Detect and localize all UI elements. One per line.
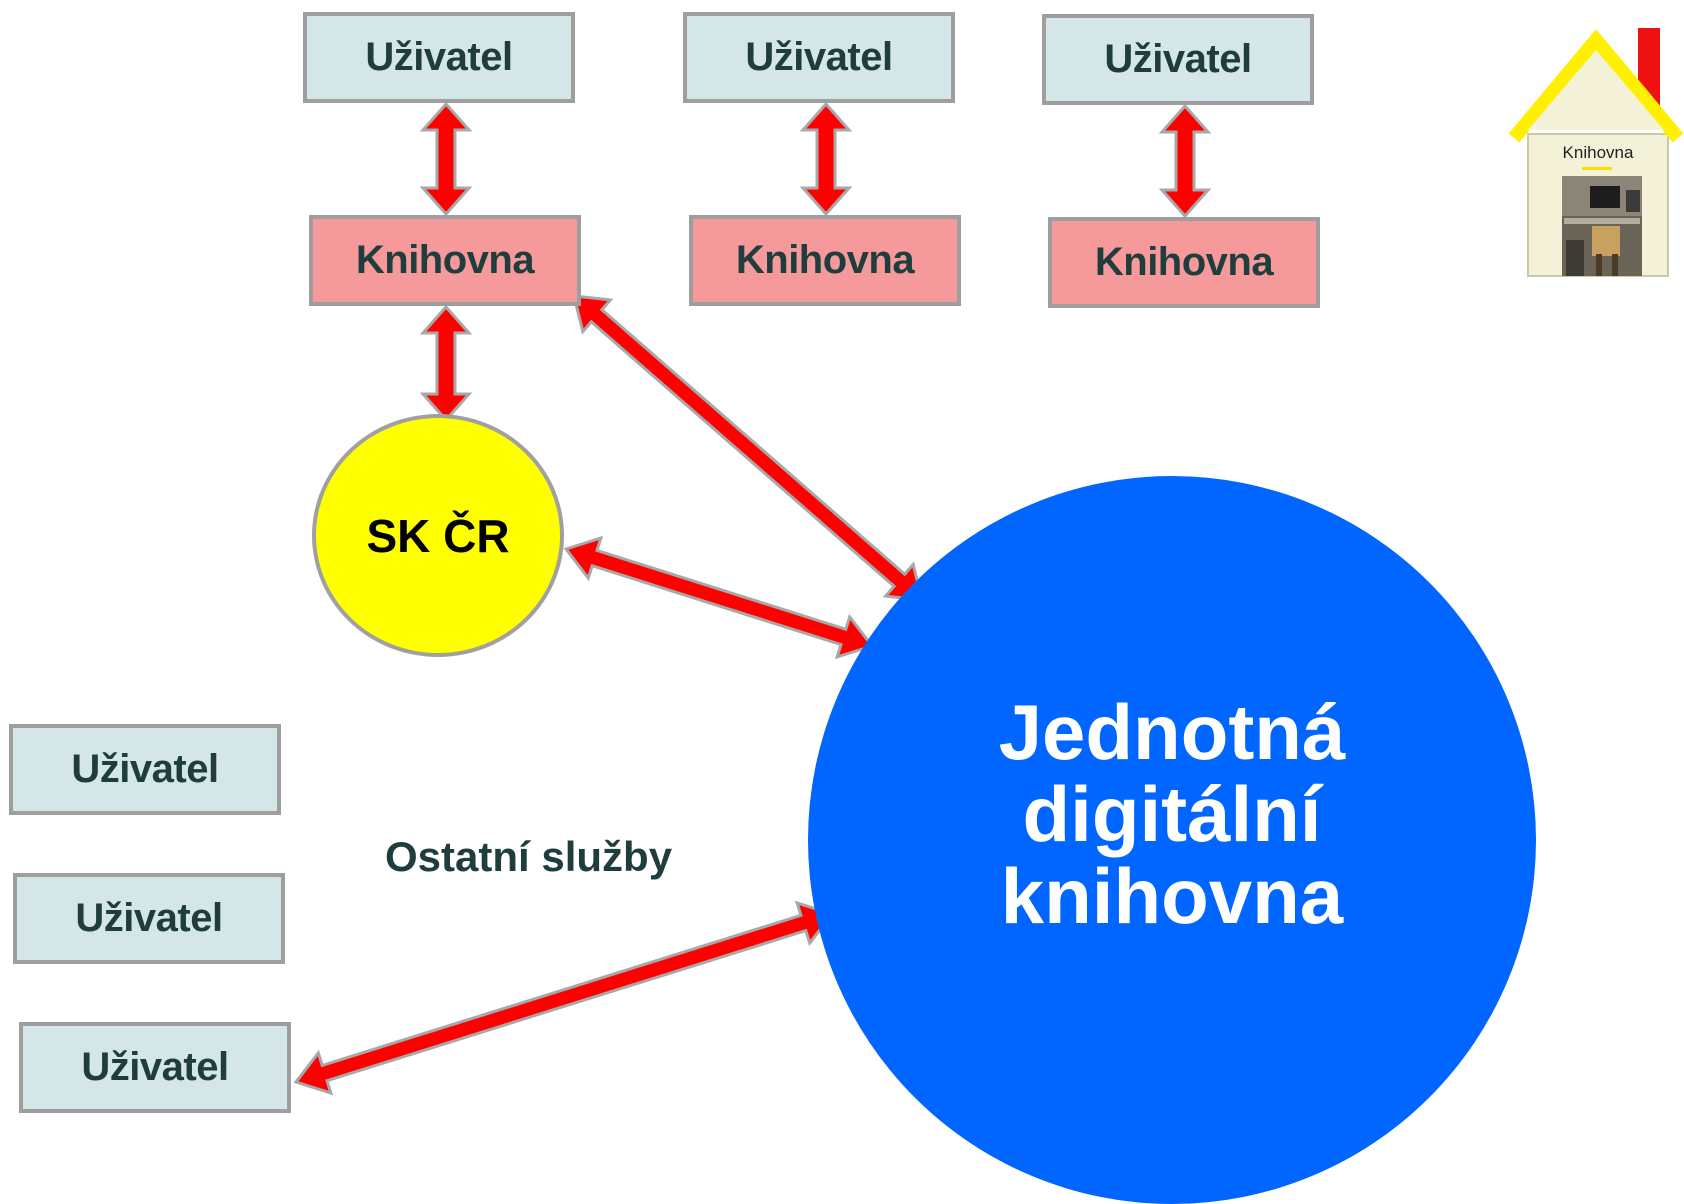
library-box-3: Knihovna: [1048, 217, 1320, 308]
library-house-icon: Knihovna: [1508, 28, 1684, 277]
arrow-user1-library1: [419, 101, 473, 217]
arrow-user-jdk: [293, 900, 835, 1096]
skcr-node: SK ČR: [312, 414, 564, 657]
user-box-1: Uživatel: [303, 12, 575, 103]
other-services-label: Ostatní služby: [385, 833, 673, 880]
jdk-node: Jednotná digitální knihovna: [808, 476, 1536, 1204]
arrow-skcr-jdk: [563, 535, 875, 660]
library-label: Knihovna: [355, 238, 535, 282]
user-label: Uživatel: [81, 1045, 229, 1089]
skcr-label: SK ČR: [366, 509, 510, 562]
library-label: Knihovna: [1094, 240, 1274, 284]
jdk-line-1: Jednotná: [998, 688, 1346, 776]
gable-fill: [1528, 50, 1664, 130]
arrow-library1-skcr: [419, 304, 473, 423]
user-box-2: Uživatel: [683, 12, 955, 103]
left-user-box-3: Uživatel: [19, 1022, 291, 1113]
user-label: Uživatel: [745, 35, 893, 79]
house-photo: [1562, 176, 1642, 276]
arrow-user2-library2: [799, 101, 853, 217]
left-user-box-1: Uživatel: [9, 724, 281, 815]
user-box-3: Uživatel: [1042, 14, 1314, 105]
jdk-line-2: digitální: [1022, 770, 1322, 858]
arrow-library1-jdk: [572, 294, 924, 602]
user-label: Uživatel: [75, 896, 223, 940]
library-label: Knihovna: [735, 238, 915, 282]
house-label: Knihovna: [1563, 143, 1634, 162]
user-label: Uživatel: [1104, 37, 1252, 81]
left-user-box-2: Uživatel: [13, 873, 285, 964]
library-box-2: Knihovna: [689, 215, 961, 306]
user-label: Uživatel: [365, 35, 513, 79]
house-roof: [1508, 29, 1684, 143]
library-box-1: Knihovna: [309, 215, 581, 306]
arrow-user3-library3: [1158, 103, 1212, 219]
user-label: Uživatel: [71, 747, 219, 791]
jdk-line-3: knihovna: [1000, 852, 1344, 940]
label-underline: [1582, 167, 1612, 170]
